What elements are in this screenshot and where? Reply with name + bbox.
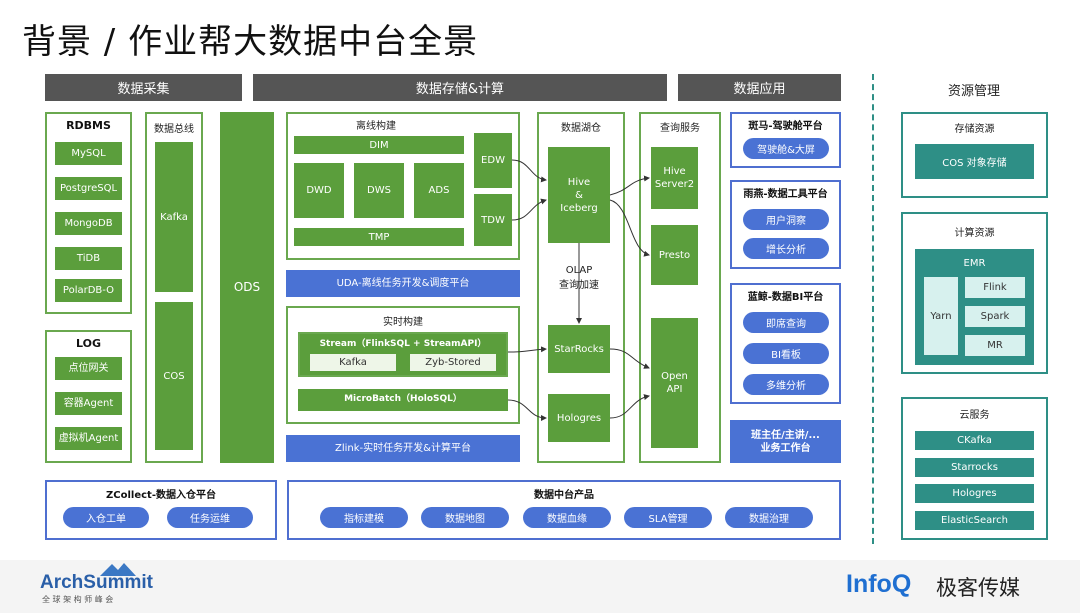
offline-tdw[interactable]: TDW (474, 194, 512, 246)
lanjing-multidim[interactable]: 多维分析 (743, 374, 829, 395)
rdbms-item-mongodb[interactable]: MongoDB (55, 212, 122, 235)
storage-res-title: 存储资源 (954, 123, 995, 135)
log-item-gateway[interactable]: 点位网关 (55, 357, 122, 380)
rdbms-item-polardb[interactable]: PolarDB-O (55, 279, 122, 302)
lanjing-adhoc[interactable]: 即席查询 (743, 312, 829, 333)
log-item-vm-agent[interactable]: 虚拟机Agent (55, 427, 122, 450)
archsummit-subtitle: 全 球 架 构 师 峰 会 (42, 595, 114, 604)
emr-label: EMR (963, 257, 986, 269)
yuyan-user-insight[interactable]: 用户洞察 (743, 209, 829, 230)
product-lineage[interactable]: 数据血缘 (523, 507, 611, 528)
rdbms-item-tidb[interactable]: TiDB (55, 247, 122, 270)
realtime-title: 实时构建 (383, 316, 423, 328)
emr-flink[interactable]: Flink (965, 277, 1025, 298)
emr-mr[interactable]: MR (965, 335, 1025, 356)
header-data-app: 数据应用 (678, 74, 841, 101)
stream-zyb-stored[interactable]: Zyb-Stored (410, 354, 496, 371)
cloud-title: 云服务 (959, 409, 990, 421)
geek-media-logo: 极客传媒 (936, 576, 1020, 600)
offline-dim[interactable]: DIM (294, 136, 464, 154)
banma-title: 斑马-驾驶舱平台 (748, 120, 823, 132)
lake-olap-label: OLAP 查询加速 (559, 265, 599, 291)
offline-edw[interactable]: EDW (474, 133, 512, 188)
offline-tmp[interactable]: TMP (294, 228, 464, 246)
product-data-map[interactable]: 数据地图 (421, 507, 509, 528)
query-presto[interactable]: Presto (651, 225, 698, 285)
lake-title: 数据湖仓 (561, 122, 601, 134)
emr-spark[interactable]: Spark (965, 306, 1025, 327)
banma-cockpit[interactable]: 驾驶舱&大屏 (743, 138, 829, 159)
archsummit-logo: ArchSummit (40, 572, 153, 593)
offline-ads[interactable]: ADS (414, 163, 464, 218)
rdbms-item-postgresql[interactable]: PostgreSQL (55, 177, 122, 200)
products-title: 数据中台产品 (534, 489, 594, 501)
footer (0, 560, 1080, 613)
offline-dws[interactable]: DWS (354, 163, 404, 218)
emr-yarn[interactable]: Yarn (924, 277, 958, 355)
lake-starrocks[interactable]: StarRocks (548, 325, 610, 373)
business-workbench[interactable]: 班主任/主讲/... 业务工作台 (730, 420, 841, 463)
yuyan-title: 雨燕-数据工具平台 (743, 188, 828, 200)
divider (872, 74, 874, 544)
bus-kafka[interactable]: Kafka (155, 142, 193, 292)
zcollect-ops[interactable]: 任务运维 (167, 507, 253, 528)
rdbms-title: RDBMS (66, 118, 111, 132)
archsummit-mountain-icon (100, 563, 136, 576)
product-metric-model[interactable]: 指标建模 (320, 507, 408, 528)
header-data-collect: 数据采集 (45, 74, 242, 101)
zcollect-title: ZCollect-数据入仓平台 (106, 489, 216, 501)
compute-res-title: 计算资源 (954, 227, 995, 239)
microbatch-block[interactable]: MicroBatch（HoloSQL） (298, 389, 508, 411)
rdbms-item-mysql[interactable]: MySQL (55, 142, 122, 165)
zlink-platform[interactable]: Zlink-实时任务开发&计算平台 (286, 435, 520, 462)
lake-hologres[interactable]: Hologres (548, 394, 610, 442)
ods-block[interactable]: ODS (220, 112, 274, 463)
query-hiveserver2[interactable]: Hive Server2 (651, 147, 698, 209)
product-governance[interactable]: 数据治理 (725, 507, 813, 528)
stream-label: Stream（FlinkSQL + StreamAPI） (319, 338, 487, 349)
offline-dwd[interactable]: DWD (294, 163, 344, 218)
uda-platform[interactable]: UDA-离线任务开发&调度平台 (286, 270, 520, 297)
zcollect-order[interactable]: 入仓工单 (63, 507, 149, 528)
lanjing-title: 蓝鲸-数据BI平台 (747, 291, 824, 303)
log-item-container-agent[interactable]: 容器Agent (55, 392, 122, 415)
query-openapi[interactable]: Open API (651, 318, 698, 448)
cloud-elasticsearch[interactable]: ElasticSearch (915, 511, 1034, 530)
bus-title: 数据总线 (154, 123, 194, 135)
cloud-starrocks[interactable]: Starrocks (915, 458, 1034, 477)
cloud-ckafka[interactable]: CKafka (915, 431, 1034, 450)
header-resource: 资源管理 (947, 83, 1000, 99)
query-title: 查询服务 (660, 122, 700, 134)
bus-cos[interactable]: COS (155, 302, 193, 450)
log-title: LOG (76, 336, 101, 350)
lanjing-bi-board[interactable]: BI看板 (743, 343, 829, 364)
offline-title: 离线构建 (356, 120, 396, 132)
cloud-hologres[interactable]: Hologres (915, 484, 1034, 503)
lake-hive-iceberg[interactable]: Hive & Iceberg (548, 147, 610, 243)
page-title: 背景 / 作业帮大数据中台全景 (22, 22, 479, 62)
stream-kafka[interactable]: Kafka (310, 354, 396, 371)
header-data-storage: 数据存储&计算 (253, 74, 667, 101)
product-sla[interactable]: SLA管理 (624, 507, 712, 528)
yuyan-growth[interactable]: 增长分析 (743, 238, 829, 259)
infoq-logo: InfoQ (846, 570, 912, 598)
storage-cos[interactable]: COS 对象存储 (915, 144, 1034, 179)
